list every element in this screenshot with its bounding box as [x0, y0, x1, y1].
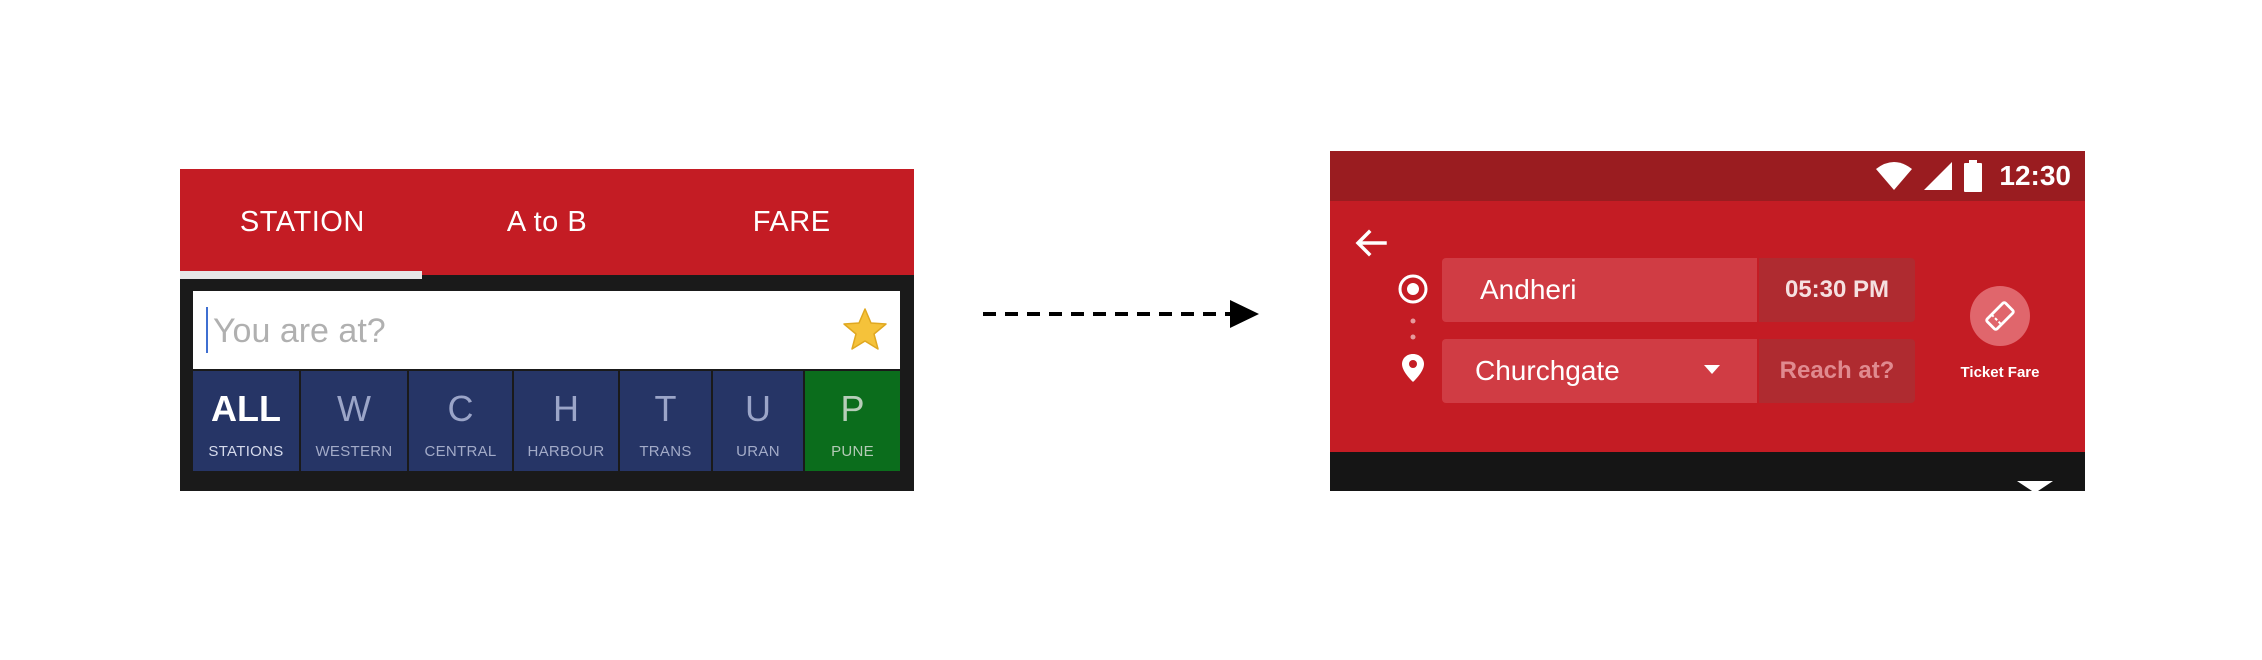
tab-fare-label: FARE: [752, 205, 831, 238]
station-screen: STATION A to B FARE ALL STATIONS W WESTE…: [180, 169, 914, 491]
status-icons: 12:30: [1875, 151, 2071, 201]
tab-a-to-b-label: A to B: [506, 205, 588, 238]
tab-bar: STATION A to B FARE: [180, 169, 914, 279]
line-name: PUNE: [831, 443, 874, 460]
line-letter: H: [553, 388, 579, 429]
arrival-time-button[interactable]: Reach at?: [1759, 339, 1915, 403]
line-filter-pune[interactable]: P PUNE: [805, 371, 900, 471]
route-dots: [1410, 318, 1416, 340]
line-name: HARBOUR: [527, 443, 605, 460]
origin-station-field[interactable]: Andheri: [1442, 258, 1757, 322]
tab-a-to-b[interactable]: A to B: [425, 169, 670, 275]
collapse-arrow-icon[interactable]: [2017, 481, 2053, 493]
line-name: URAN: [736, 443, 780, 460]
station-search-box: [193, 291, 900, 371]
origin-marker-icon: [1398, 274, 1428, 304]
text-cursor: [206, 307, 208, 353]
battery-icon: [1964, 160, 1983, 192]
line-letter: W: [337, 388, 371, 429]
line-name: CENTRAL: [424, 443, 497, 460]
line-filter-western[interactable]: W WESTERN: [301, 371, 407, 471]
line-name: WESTERN: [315, 443, 393, 460]
status-bar: 12:30: [1330, 151, 2085, 201]
line-letter: U: [745, 388, 771, 429]
transition-arrow: [983, 300, 1259, 328]
line-filter-harbour[interactable]: H HARBOUR: [514, 371, 618, 471]
ticket-fare-label: Ticket Fare: [1960, 364, 2040, 381]
departure-time-button[interactable]: 05:30 PM: [1759, 258, 1915, 322]
ticket-fare-button[interactable]: [1970, 286, 2030, 346]
route-screen: 12:30 Andheri 05:30 PM Churchgate: [1330, 151, 2085, 493]
tab-station-label: STATION: [239, 205, 365, 238]
signal-icon: [1924, 162, 1953, 190]
line-letter: C: [447, 388, 474, 429]
line-name: TRANS: [639, 443, 692, 460]
destination-station-field[interactable]: Churchgate: [1442, 339, 1757, 403]
wifi-icon: [1876, 162, 1913, 190]
line-filter-bar: ALL STATIONS W WESTERN C CENTRAL H HARBO…: [193, 371, 900, 471]
line-letter: T: [654, 388, 677, 429]
active-tab-indicator: [180, 271, 422, 279]
line-filter-central[interactable]: C CENTRAL: [409, 371, 512, 471]
line-name: STATIONS: [208, 443, 284, 460]
tab-fare[interactable]: FARE: [669, 169, 914, 275]
line-letter: ALL: [211, 388, 281, 429]
destination-station-name: Churchgate: [1475, 355, 1620, 386]
location-pin-icon: [1402, 354, 1424, 382]
line-letter: P: [840, 388, 865, 429]
departure-time: 05:30 PM: [1784, 276, 1890, 303]
arrival-time-placeholder: Reach at?: [1779, 357, 1895, 384]
line-filter-all[interactable]: ALL STATIONS: [193, 371, 299, 471]
ticket-icon: [1985, 301, 2015, 331]
star-icon[interactable]: [840, 305, 890, 355]
station-search-input[interactable]: [211, 291, 835, 371]
line-filter-uran[interactable]: U URAN: [713, 371, 803, 471]
tab-station[interactable]: STATION: [180, 169, 425, 279]
line-filter-trans[interactable]: T TRANS: [620, 371, 711, 471]
dropdown-arrow-icon[interactable]: [1704, 365, 1720, 375]
status-clock: 12:30: [1999, 160, 2071, 191]
route-app-bar: Andheri 05:30 PM Churchgate Reach at? Ti…: [1330, 201, 2085, 452]
arrow-left-icon[interactable]: [1352, 224, 1390, 262]
origin-station-name: Andheri: [1480, 274, 1577, 305]
